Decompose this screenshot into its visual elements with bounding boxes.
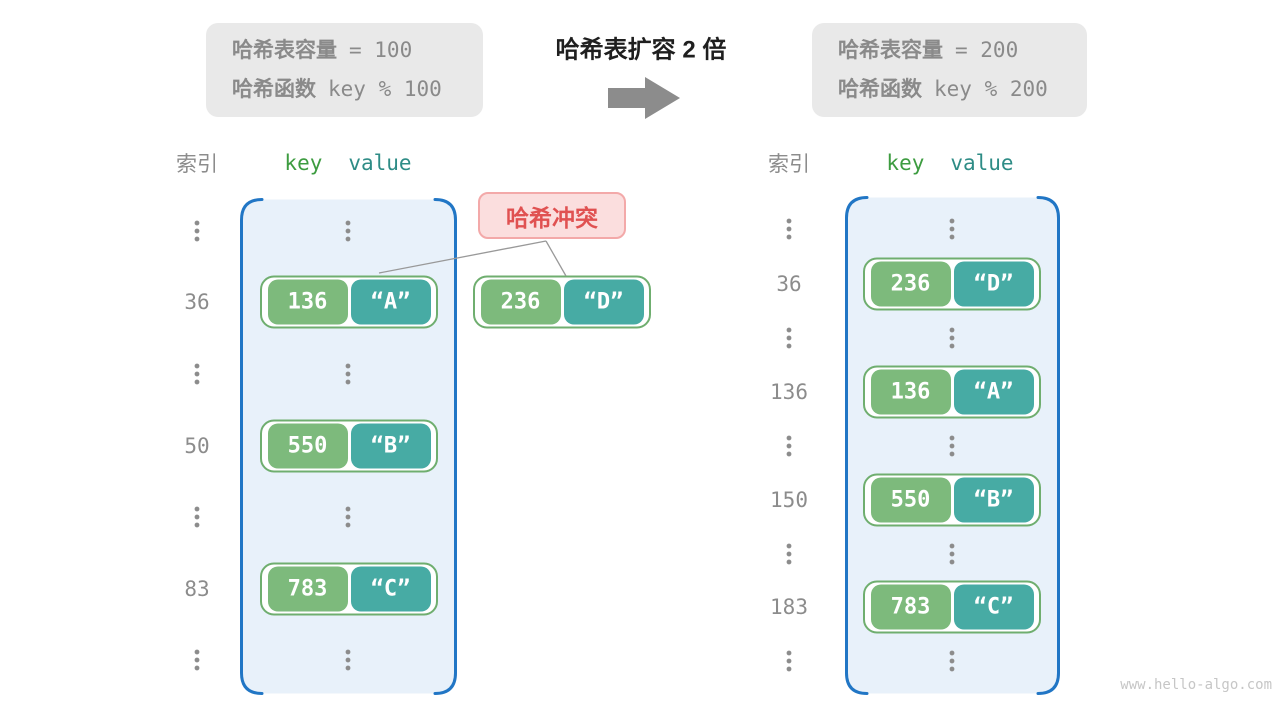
table-entry: 550 “B” xyxy=(260,419,438,473)
key-cell: 236 xyxy=(870,261,951,307)
key-cell: 136 xyxy=(267,279,348,325)
index-label: 150 xyxy=(770,488,808,512)
value-cell: “C” xyxy=(953,584,1034,630)
index-label: 183 xyxy=(770,595,808,619)
hash-function-label: 哈希函数 xyxy=(838,78,922,101)
index-label: 136 xyxy=(770,380,808,404)
value-cell: “B” xyxy=(953,477,1034,523)
block-arrow-right-icon xyxy=(608,77,680,119)
vertical-ellipsis-icon xyxy=(949,649,955,673)
key-header: key xyxy=(886,151,925,175)
hash-function-value: key % 100 xyxy=(328,77,442,101)
table-entry: 783 “C” xyxy=(260,562,438,616)
value-header: value xyxy=(950,151,1014,175)
colliding-entry: 236 “D” xyxy=(473,275,651,329)
capacity-line: 哈希表容量 = 200 xyxy=(838,33,1087,68)
capacity-value: = 100 xyxy=(349,38,413,62)
value-header: value xyxy=(348,151,412,175)
vertical-ellipsis-icon xyxy=(949,434,955,458)
left-index-header: 索引 xyxy=(176,153,218,176)
info-box-after: 哈希表容量 = 200 哈希函数 key % 200 xyxy=(812,23,1087,117)
key-cell: 550 xyxy=(870,477,951,523)
info-box-before: 哈希表容量 = 100 哈希函数 key % 100 xyxy=(206,23,483,117)
vertical-ellipsis-icon xyxy=(949,542,955,566)
vertical-ellipsis-icon xyxy=(786,649,792,673)
hash-collision-badge: 哈希冲突 xyxy=(478,192,626,239)
right-index-header: 索引 xyxy=(768,153,810,176)
table-entry: 236 “D” xyxy=(863,257,1041,311)
key-cell: 550 xyxy=(267,423,348,469)
value-cell: “C” xyxy=(350,566,431,612)
value-cell: “A” xyxy=(350,279,431,325)
vertical-ellipsis-icon xyxy=(786,326,792,350)
value-cell: “B” xyxy=(350,423,431,469)
index-label: 36 xyxy=(776,272,802,296)
capacity-value: = 200 xyxy=(955,38,1019,62)
vertical-ellipsis-icon xyxy=(194,219,200,243)
hash-function-line: 哈希函数 key % 100 xyxy=(232,72,483,107)
vertical-ellipsis-icon xyxy=(194,505,200,529)
left-kv-header: key value xyxy=(284,151,411,175)
index-label: 36 xyxy=(184,290,210,314)
key-cell: 136 xyxy=(870,369,951,415)
key-cell: 783 xyxy=(267,566,348,612)
index-label: 50 xyxy=(184,434,210,458)
capacity-label: 哈希表容量 xyxy=(838,39,943,62)
table-entry: 550 “B” xyxy=(863,473,1041,527)
table-entry: 136 “A” xyxy=(260,275,438,329)
vertical-ellipsis-icon xyxy=(345,219,351,243)
key-cell: 783 xyxy=(870,584,951,630)
table-entry: 136 “A” xyxy=(863,365,1041,419)
index-label: 83 xyxy=(184,577,210,601)
hash-function-label: 哈希函数 xyxy=(232,78,316,101)
vertical-ellipsis-icon xyxy=(194,648,200,672)
page-title: 哈希表扩容 2 倍 xyxy=(555,36,727,64)
value-cell: “A” xyxy=(953,369,1034,415)
capacity-label: 哈希表容量 xyxy=(232,39,337,62)
table-entry: 783 “C” xyxy=(863,580,1041,634)
vertical-ellipsis-icon xyxy=(949,326,955,350)
vertical-ellipsis-icon xyxy=(345,648,351,672)
vertical-ellipsis-icon xyxy=(949,217,955,241)
vertical-ellipsis-icon xyxy=(786,542,792,566)
vertical-ellipsis-icon xyxy=(194,362,200,386)
key-header: key xyxy=(284,151,323,175)
vertical-ellipsis-icon xyxy=(786,434,792,458)
vertical-ellipsis-icon xyxy=(345,362,351,386)
watermark: www.hello-algo.com xyxy=(1120,677,1272,693)
right-kv-header: key value xyxy=(886,151,1013,175)
capacity-line: 哈希表容量 = 100 xyxy=(232,33,483,68)
hash-function-line: 哈希函数 key % 200 xyxy=(838,72,1087,107)
value-cell: “D” xyxy=(953,261,1034,307)
vertical-ellipsis-icon xyxy=(345,505,351,529)
key-cell: 236 xyxy=(480,279,561,325)
hash-function-value: key % 200 xyxy=(934,77,1048,101)
value-cell: “D” xyxy=(563,279,644,325)
vertical-ellipsis-icon xyxy=(786,217,792,241)
